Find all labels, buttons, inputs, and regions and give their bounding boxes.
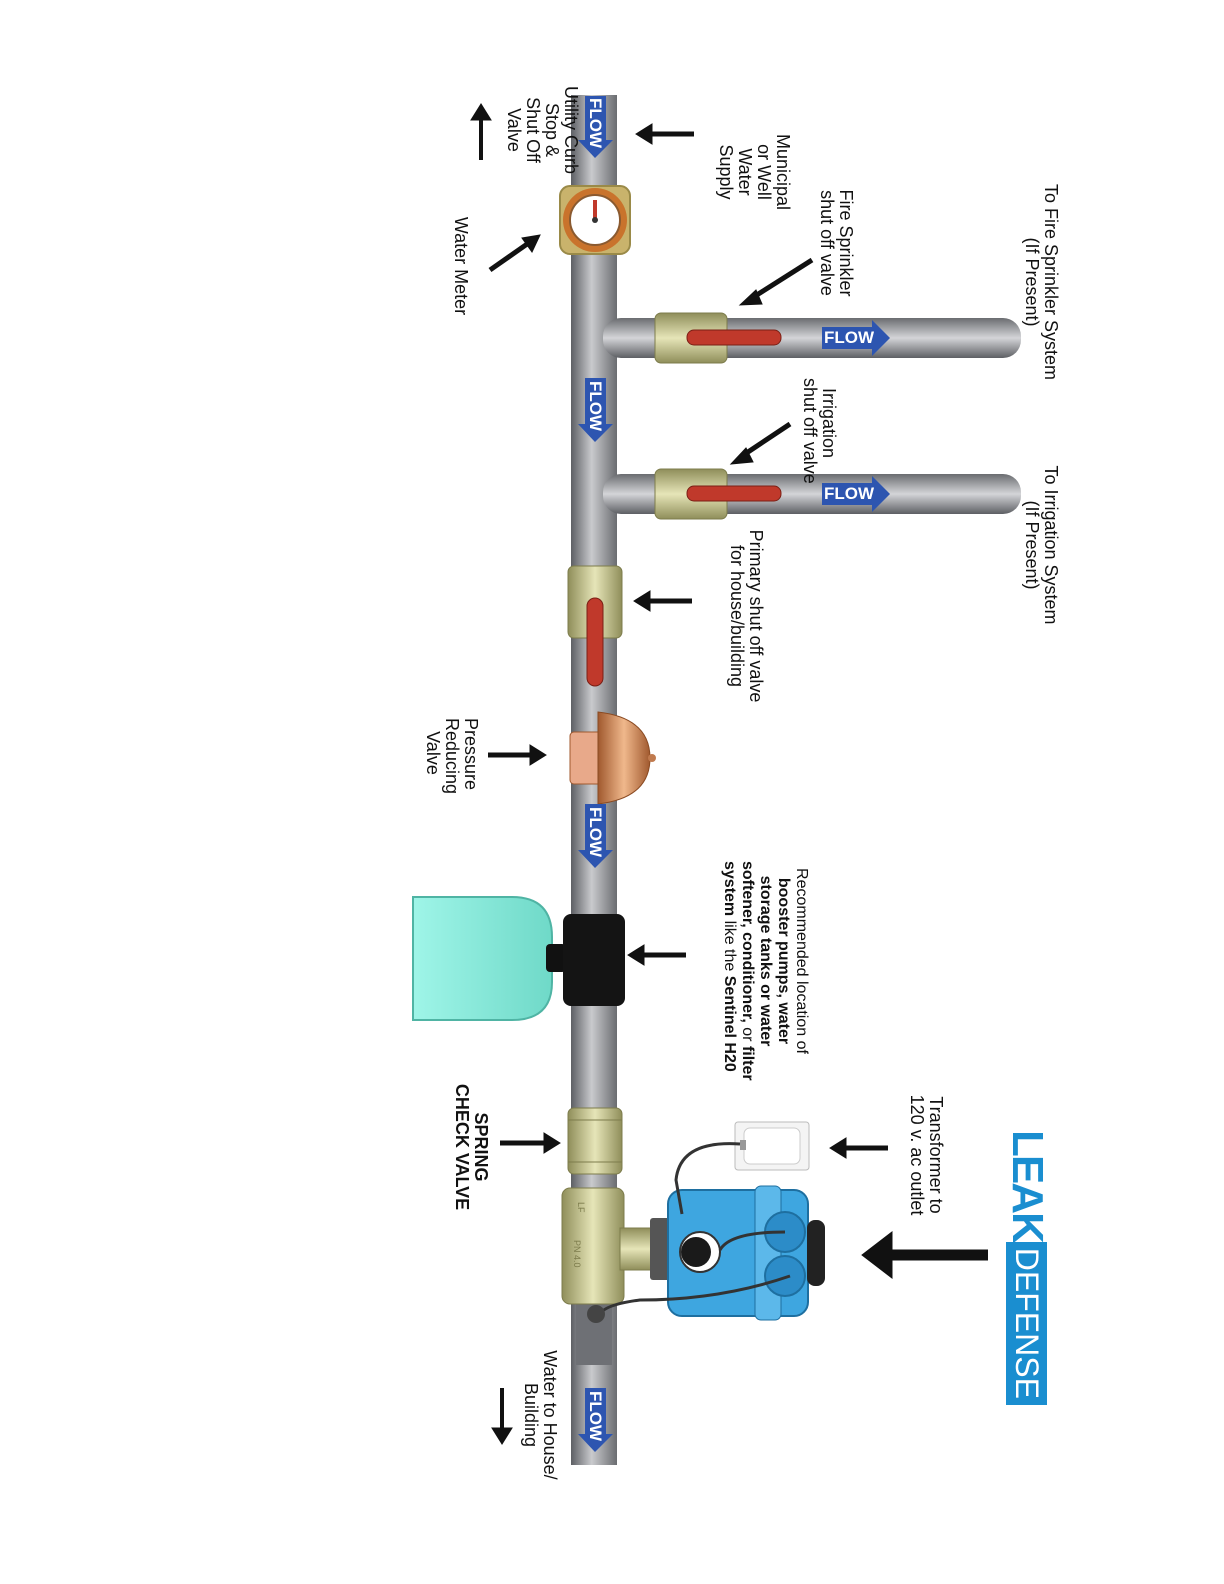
primary-shutoff-valve: [567, 565, 623, 687]
transformer-cable: [674, 1142, 741, 1215]
flow-label-1: FLOW: [586, 98, 605, 149]
water-meter: [559, 185, 631, 255]
label-curb-stop: Utility Curb Stop & Shut Off Valve: [504, 85, 581, 174]
actuator-cable: [718, 1230, 786, 1251]
spring-check-valve: [567, 1107, 623, 1175]
flow-label-fire: FLOW: [823, 328, 875, 347]
flow-arrow-3: [578, 804, 613, 868]
label-fire-system: To Fire Sprinkler System (If Present): [1022, 183, 1061, 381]
pressure-reducing-valve: [569, 711, 656, 805]
label-recommended-location: Recommended location of booster pumps, w…: [721, 861, 810, 1081]
flow-arrow-fire: [822, 320, 890, 356]
logo-defense: DEFENSE: [1006, 1241, 1048, 1405]
flow-arrow-4: [578, 1388, 613, 1452]
flow-label-4: FLOW: [586, 1391, 605, 1442]
flow-arrow-2: [578, 378, 613, 442]
flow-label-3: FLOW: [586, 807, 605, 858]
label-water-to-house: Water to House/ Building: [521, 1350, 560, 1480]
flow-arrow-1: [578, 96, 613, 158]
label-primary-valve: Primary shut off valve for house/buildin…: [727, 529, 766, 703]
svg-text:LF: LF: [576, 1202, 586, 1213]
leak-defense-valve: LF PN 4.0: [561, 1187, 670, 1305]
actuator-body: [667, 1185, 825, 1321]
logo-leak: LEAK: [1003, 1130, 1052, 1242]
label-pressure-reducing-valve: Pressure Reducing Valve: [423, 718, 481, 795]
label-water-meter: Water Meter: [451, 216, 471, 316]
transformer: [734, 1121, 810, 1171]
label-fire-valve: Fire Sprinkler shut off valve: [817, 189, 856, 297]
treatment-tank: [412, 896, 625, 1021]
svg-text:PN 4.0: PN 4.0: [572, 1240, 582, 1268]
label-transformer: Transformer to 120 v. ac outlet: [907, 1094, 946, 1216]
fire-sprinkler-valve: [654, 312, 782, 364]
label-irrigation-valve: Irrigation shut off valve: [800, 378, 839, 484]
label-irrigation-system: To Irrigation System (If Present): [1022, 465, 1061, 625]
label-municipal-supply: Municipal or Well Water Supply: [716, 133, 793, 211]
label-spring-check-valve: SPRING CHECK VALVE: [452, 1083, 491, 1211]
irrigation-valve: [654, 468, 782, 520]
flow-label-irrigation: FLOW: [823, 484, 875, 503]
pointer-arrows: [470, 103, 988, 1445]
flow-arrow-irrigation: [822, 476, 890, 512]
flow-label-2: FLOW: [586, 381, 605, 432]
sensor-fitting: [587, 1305, 605, 1323]
sensor-cable: [596, 1274, 791, 1319]
leak-defense-logo: LEAKDEFENSE: [1002, 1130, 1052, 1405]
